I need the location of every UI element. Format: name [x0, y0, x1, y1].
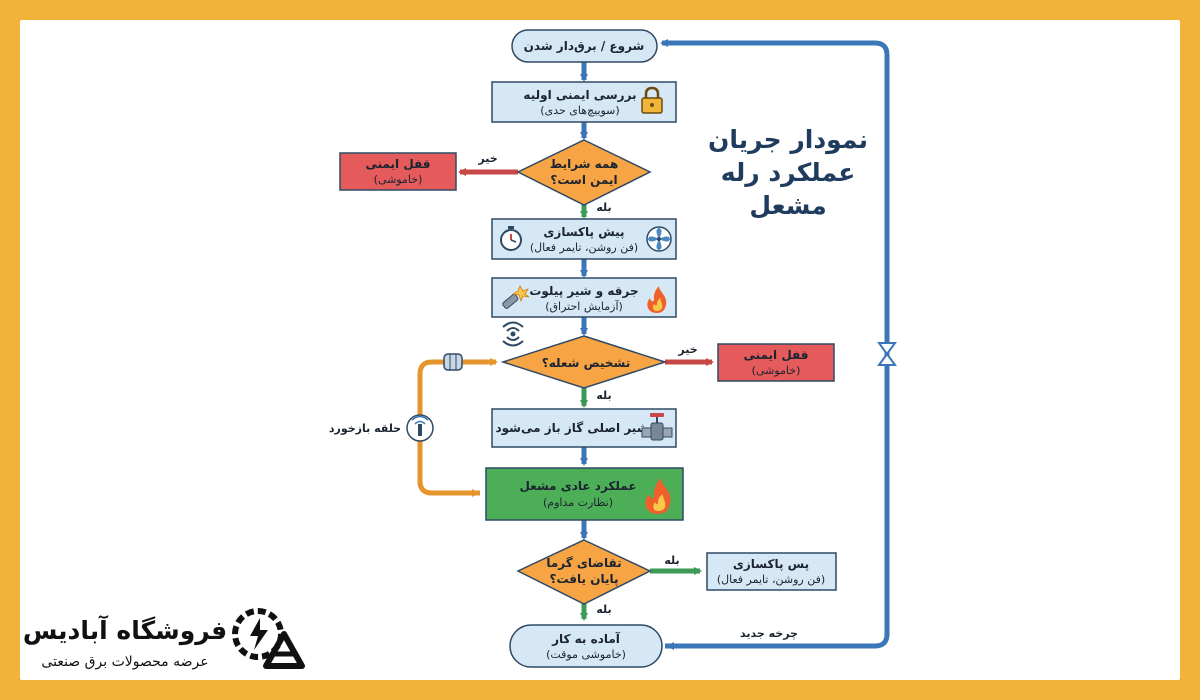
standby-sub: (خاموشی موقت)	[546, 648, 626, 661]
node-normal-operation: عملکرد عادی مشعل (نظارت مداوم)	[485, 467, 684, 521]
brand-block: فروشگاه آبادیس عرضه محصولات برق صنعتی	[23, 608, 305, 670]
new-cycle-label: چرخه جدید	[740, 627, 798, 640]
flame-icon	[645, 478, 671, 514]
prepurge-sub: (فن روشن، تایمر فعال)	[530, 241, 638, 254]
edge-label-yes-2: بله	[596, 389, 611, 402]
lockout1-sub: (خاموشی)	[374, 173, 423, 186]
gas-valve-icon	[641, 413, 673, 441]
edge-label-yes-1: بله	[596, 201, 611, 214]
gas-valve-label: شیر اصلی گاز باز می‌شود	[496, 421, 649, 436]
postpurge-sub: (فن روشن، تایمر فعال)	[717, 573, 825, 586]
node-lockout-1: قفل ایمنی (خاموشی)	[339, 152, 457, 191]
lockout2-sub: (خاموشی)	[752, 364, 801, 377]
safety-check-sub: (سوییچ‌های حدی)	[540, 104, 619, 117]
loop-junction-marker	[877, 342, 897, 366]
igniter-icon	[502, 285, 530, 309]
feedback-sensor-fitting	[443, 353, 463, 371]
edge-label-no-2: خیر	[677, 343, 697, 356]
postpurge-label: پس پاکسازی	[733, 557, 809, 571]
antenna-icon	[406, 414, 434, 442]
brand-logo-icon	[232, 608, 305, 669]
diagram-title: نمودار جریان عملکرد رله مشعل	[708, 125, 868, 220]
edge-label-no-1: خیر	[477, 152, 497, 165]
standby-label: آماده به کار	[551, 631, 621, 646]
lock-icon	[641, 86, 663, 114]
heat-decision-line1: تقاضای گرما	[546, 556, 621, 570]
fan-icon	[646, 226, 672, 252]
lockout2-label: قفل ایمنی	[743, 348, 808, 362]
prepurge-label: پیش پاکسازی	[543, 225, 624, 239]
title-line-1: نمودار جریان	[708, 125, 868, 155]
connectors	[417, 39, 897, 650]
timer-icon	[500, 226, 522, 251]
feedback-loop-label: حلقه بازخورد	[329, 422, 401, 435]
safety-check-label: بررسی ایمنی اولیه	[523, 88, 636, 103]
node-prepurge: پیش پاکسازی (فن روشن، تایمر فعال)	[491, 218, 677, 260]
edge-label-yes-4: بله	[596, 603, 611, 616]
brand-tagline: عرضه محصولات برق صنعتی	[41, 654, 208, 670]
normal-op-sub: (نظارت مداوم)	[543, 496, 613, 509]
ignition-label: جرقه و شیر پیلوت	[529, 284, 638, 299]
node-ignition: جرقه و شیر پیلوت (آزمایش احتراق)	[491, 277, 677, 318]
node-postpurge: پس پاکسازی (فن روشن، تایمر فعال)	[706, 552, 837, 591]
node-start: شروع / برق‌دار شدن	[511, 29, 658, 63]
flame-icon	[647, 286, 667, 313]
ignition-sub: (آزمایش احتراق)	[545, 299, 623, 313]
title-line-2: عملکرد رله	[721, 158, 856, 188]
normal-op-label: عملکرد عادی مشعل	[519, 479, 636, 493]
feedback-loop-into-normal	[417, 480, 480, 497]
brand-name: فروشگاه آبادیس	[23, 615, 227, 646]
node-lockout-2: قفل ایمنی (خاموشی)	[717, 343, 835, 382]
flame-decision-label: تشخیص شعله؟	[542, 356, 631, 370]
safe-decision-line1: همه شرایط	[550, 157, 619, 171]
node-heat-decision: تقاضای گرما پایان یافت؟	[516, 539, 652, 605]
node-safe-decision: همه شرایط ایمن است؟	[516, 139, 652, 206]
start-label: شروع / برق‌دار شدن	[524, 39, 645, 54]
safe-decision-line2: ایمن است؟	[550, 173, 617, 187]
edge-label-yes-3: بله	[664, 554, 679, 567]
heat-decision-line2: پایان یافت؟	[550, 572, 619, 586]
title-line-3: مشعل	[749, 191, 826, 220]
node-safety-check: بررسی ایمنی اولیه (سوییچ‌های حدی)	[491, 81, 677, 123]
node-flame-decision: تشخیص شعله؟	[500, 335, 668, 389]
node-standby: آماده به کار (خاموشی موقت)	[509, 624, 663, 668]
flame-sensor-icon	[502, 321, 524, 347]
node-gas-valve: شیر اصلی گاز باز می‌شود	[491, 408, 677, 448]
lockout1-label: قفل ایمنی	[365, 157, 430, 171]
